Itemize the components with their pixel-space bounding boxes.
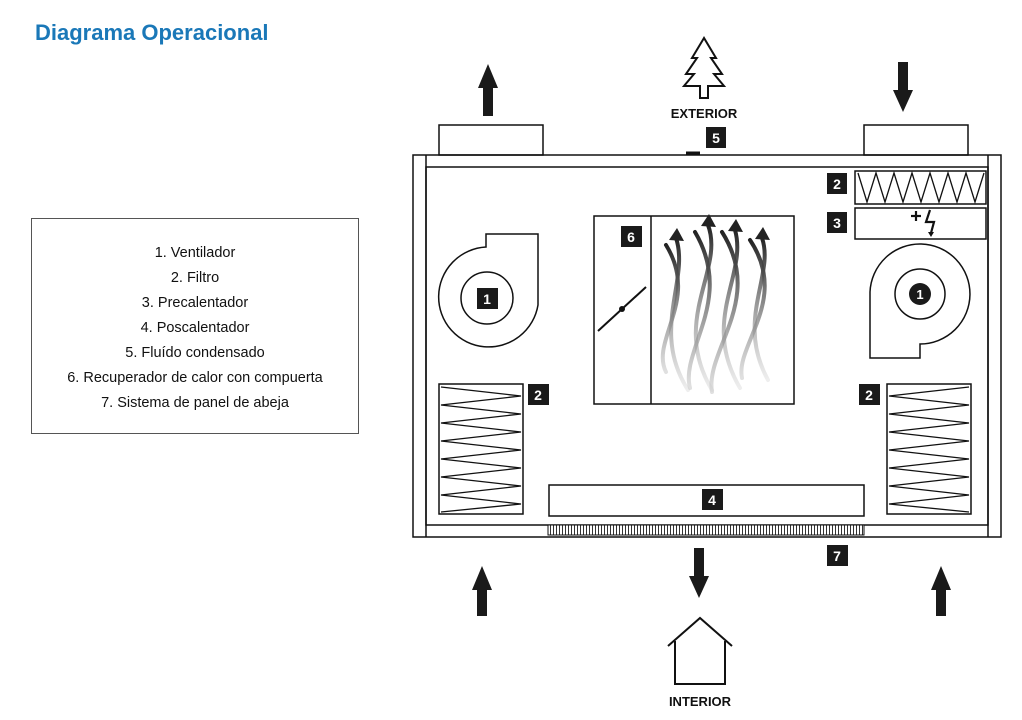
house-icon: [667, 616, 733, 685]
intake-duct: [863, 124, 969, 156]
marker-postheater: 4: [708, 492, 716, 508]
marker-badge: [528, 384, 549, 405]
marker-badge: [827, 173, 847, 194]
marker-filter-right: 2: [865, 387, 873, 403]
exhaust-duct: [438, 124, 544, 156]
heater-icon: [928, 232, 934, 237]
marker-honeycomb: 7: [833, 548, 841, 564]
fan-left: [437, 233, 539, 348]
tree-icon: [681, 36, 727, 99]
filter-left: [438, 383, 524, 515]
legend-box: 1. Ventilador 2. Filtro 3. Precalentador…: [31, 218, 359, 434]
marker-badge: [621, 226, 642, 247]
arrow-up-icon: [472, 566, 492, 616]
marker-fan-right: 1: [916, 287, 923, 302]
legend-item: 7. Sistema de panel de abeja: [101, 395, 289, 411]
filter-top: [854, 170, 987, 205]
marker-badge: [859, 384, 880, 405]
arrow-down-icon: [893, 62, 913, 112]
arrow-up-icon: [478, 64, 498, 116]
exterior-label: EXTERIOR: [671, 106, 738, 121]
marker-badge: [702, 489, 723, 510]
airflow-arrowhead-icon: [669, 214, 770, 241]
airflow-curves: [660, 223, 770, 394]
postheater: [548, 484, 865, 517]
marker-badge: [477, 288, 498, 309]
marker-filter-top: 2: [833, 176, 841, 192]
honeycomb-panel: [547, 524, 865, 536]
arrow-down-icon: [689, 548, 709, 598]
marker-preheater: 3: [833, 215, 841, 231]
unit-housing: [412, 154, 1002, 538]
filter-right: [886, 383, 972, 515]
legend-item: 1. Ventilador: [154, 245, 236, 261]
legend-item: 4. Poscalentador: [140, 320, 250, 336]
marker-condensate: 5: [712, 130, 720, 146]
marker-recuperator: 6: [627, 229, 635, 245]
legend-item: 3. Precalentador: [141, 295, 249, 311]
preheater: [854, 207, 987, 240]
legend-item: 5. Fluído condensado: [125, 345, 265, 361]
damper: [597, 286, 647, 332]
marker-badge: [909, 283, 931, 305]
arrow-up-icon: [931, 566, 951, 616]
interior-label: INTERIOR: [669, 694, 732, 709]
marker-fan-left: 1: [483, 291, 491, 307]
marker-badge: [827, 545, 848, 566]
legend-item: 2. Filtro: [170, 270, 220, 286]
legend-item: 6. Recuperador de calor con compuerta: [67, 370, 323, 386]
page-title: Diagrama Operacional: [35, 20, 269, 45]
marker-badge: [706, 127, 726, 148]
fan-right: [869, 243, 971, 359]
heat-recuperator: [593, 215, 795, 405]
heater-icon: [911, 209, 936, 234]
marker-filter-left: 2: [534, 387, 542, 403]
marker-badge: [827, 212, 847, 233]
